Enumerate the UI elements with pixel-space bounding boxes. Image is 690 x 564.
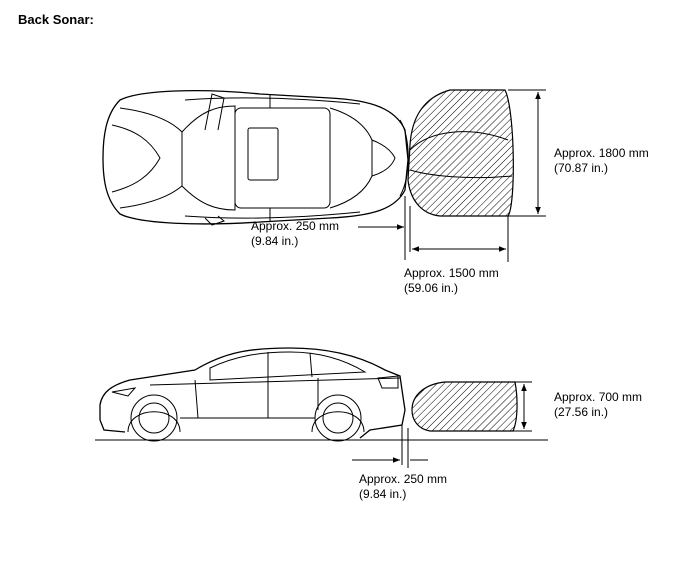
length-label-mm: Approx. 1500 mm bbox=[404, 266, 499, 280]
car-top-view bbox=[102, 90, 409, 226]
length-label: Approx. 1500 mm (59.06 in.) bbox=[404, 266, 499, 296]
width-label: Approx. 1800 mm (70.87 in.) bbox=[554, 146, 649, 176]
top-detection-zone bbox=[407, 89, 514, 217]
side-detection-zone bbox=[411, 381, 518, 432]
top-dimensions bbox=[358, 89, 546, 262]
height-label: Approx. 700 mm (27.56 in.) bbox=[554, 390, 642, 420]
height-label-mm: Approx. 700 mm bbox=[554, 390, 643, 404]
side-dimensions bbox=[352, 381, 532, 468]
top-offset-label-in: (9.84 in.) bbox=[251, 234, 299, 248]
car-side-view bbox=[99, 347, 406, 442]
height-label-in: (27.56 in.) bbox=[554, 405, 609, 419]
width-label-in: (70.87 in.) bbox=[554, 161, 609, 175]
side-offset-label-in: (9.84 in.) bbox=[359, 487, 407, 501]
length-label-in: (59.06 in.) bbox=[404, 281, 459, 295]
top-offset-label-mm: Approx. 250 mm bbox=[251, 219, 340, 233]
side-offset-label-mm: Approx. 250 mm bbox=[359, 472, 448, 486]
side-offset-label: Approx. 250 mm (9.84 in.) bbox=[359, 472, 447, 502]
page-title: Back Sonar: bbox=[18, 12, 94, 27]
width-label-mm: Approx. 1800 mm bbox=[554, 146, 649, 160]
top-offset-label: Approx. 250 mm (9.84 in.) bbox=[251, 219, 339, 249]
